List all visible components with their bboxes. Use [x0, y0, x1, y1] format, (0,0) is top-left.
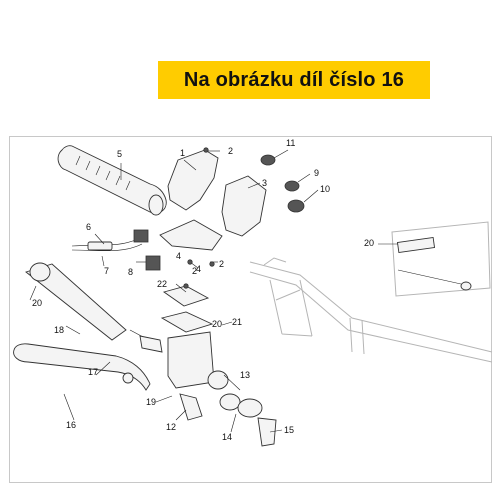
brake-lever	[13, 343, 151, 391]
brake-light-switch	[71, 229, 161, 271]
leader-lines	[29, 149, 398, 433]
callout-15: 15	[284, 425, 294, 435]
throttle-grip	[57, 145, 167, 216]
banjo-bolt	[179, 393, 277, 447]
callout-22: 22	[157, 279, 167, 289]
inset-reservoir	[391, 221, 491, 297]
switch-housing	[159, 149, 305, 251]
callout-16: 16	[66, 420, 76, 430]
diagram-frame	[9, 136, 492, 483]
callout-21: 21	[232, 317, 242, 327]
callout-1: 1	[180, 148, 185, 158]
screw-icon	[203, 147, 209, 153]
screw-icon	[183, 283, 189, 289]
callout-20: 20	[364, 238, 374, 248]
callout-11: 11	[286, 138, 295, 148]
callout-4: 4	[176, 251, 181, 261]
callout-5: 5	[117, 149, 122, 159]
callout-8: 8	[128, 267, 133, 277]
callout-9: 9	[314, 168, 319, 178]
callout-3: 3	[262, 178, 267, 188]
callout-17: 17	[88, 367, 98, 377]
part-number-banner: Na obrázku díl číslo 16	[158, 61, 430, 99]
callout-18: 18	[54, 325, 64, 335]
callout-4: 4	[196, 264, 201, 274]
callout-13: 13	[240, 370, 250, 380]
callout-12: 12	[166, 422, 176, 432]
callout-14: 14	[222, 432, 232, 442]
screw-icon	[209, 261, 215, 267]
callout-20: 20	[212, 319, 222, 329]
callout-10: 10	[320, 184, 330, 194]
master-cylinder	[25, 262, 229, 390]
handlebar-outline	[249, 257, 493, 363]
callout-2: 2	[228, 146, 233, 156]
callout-2: 2	[219, 259, 224, 269]
callout-7: 7	[104, 266, 109, 276]
callout-19: 19	[146, 397, 156, 407]
callout-2: 2	[192, 266, 197, 276]
screw-icon	[187, 259, 193, 265]
banner-text: Na obrázku díl číslo 16	[183, 68, 405, 91]
callout-6: 6	[86, 222, 91, 232]
callout-20: 20	[32, 298, 42, 308]
